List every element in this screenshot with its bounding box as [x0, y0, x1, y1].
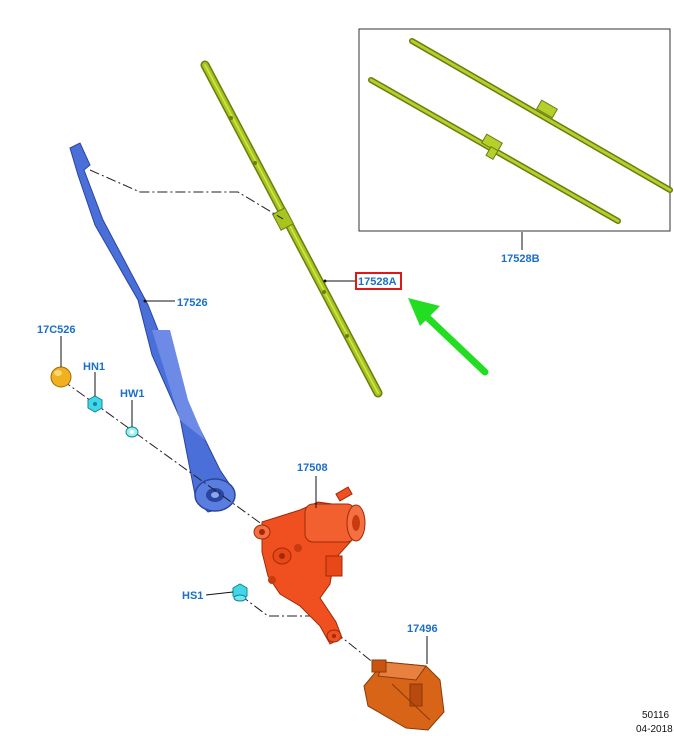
callout-17C526: 17C526	[37, 324, 76, 336]
inset-blade-lower	[368, 77, 621, 224]
wiper-arm-17526	[69, 142, 236, 513]
pointer-arrow	[408, 298, 489, 376]
callout-HN1: HN1	[83, 361, 105, 373]
screw-HS1	[232, 583, 248, 602]
callout-17528A: 17528A	[358, 276, 397, 288]
callout-17496: 17496	[407, 623, 438, 635]
callout-HW1: HW1	[120, 388, 144, 400]
callout-17508: 17508	[297, 462, 328, 474]
figure-date: 04-2018	[636, 724, 673, 735]
cap-17C526	[50, 366, 72, 388]
callout-17526: 17526	[177, 297, 208, 309]
connector-arm-blade	[89, 169, 284, 220]
callout-HS1: HS1	[182, 590, 203, 602]
inset-blade-upper	[409, 38, 673, 193]
highlight-box-17528A	[355, 272, 402, 290]
bracket-17496	[363, 659, 445, 731]
washer-HW1	[125, 426, 139, 438]
nut-HN1	[87, 395, 103, 413]
wiper-blade-17528A	[200, 60, 383, 398]
figure-number: 50116	[642, 710, 670, 721]
inset-panel: 17528B	[358, 28, 673, 265]
callout-17528B: 17528B	[501, 253, 540, 265]
wiper-motor-17508	[253, 486, 366, 645]
